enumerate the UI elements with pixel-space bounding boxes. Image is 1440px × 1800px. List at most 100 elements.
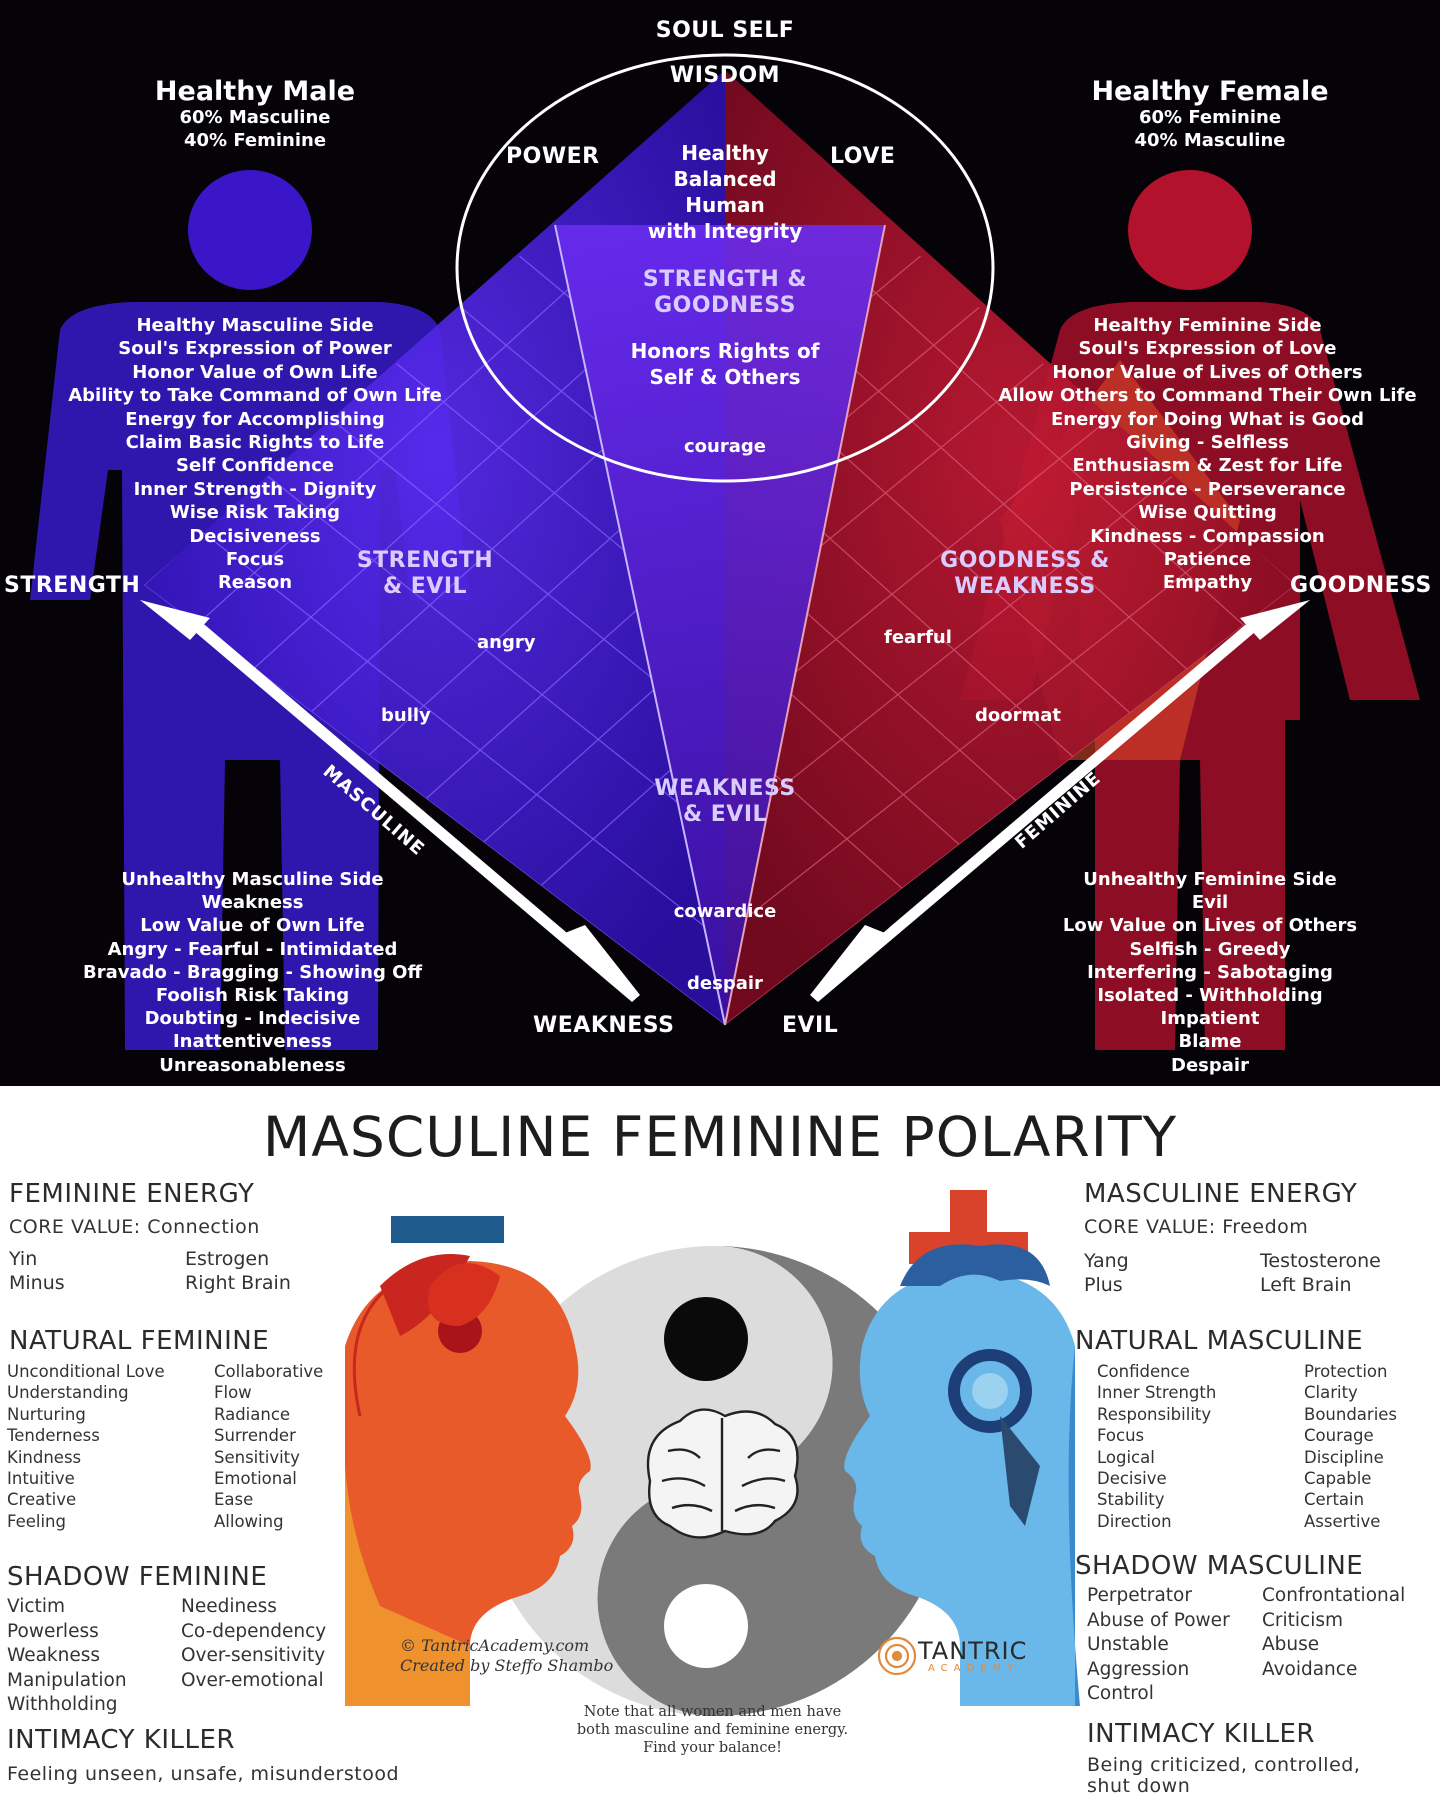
doormat-label: doormat <box>975 705 1062 726</box>
courage-label: courage <box>684 436 766 457</box>
intimacy-killer-masculine-text: Being criticized, controlled,shut down <box>1087 1755 1360 1797</box>
evil-axis-label: EVIL <box>782 1013 839 1038</box>
healthy-feminine-item: Soul's Expression of Love <box>1078 338 1337 360</box>
masculine-face-icon <box>844 1244 1080 1706</box>
healthy-masculine-item: Inner Strength - Dignity <box>133 478 377 500</box>
feminine-arrow-icon <box>810 600 1310 1002</box>
center-line: with Integrity <box>647 219 803 243</box>
strength-evil-line: STRENGTH <box>356 548 494 573</box>
balance-note-line: Note that all women and men have <box>583 1704 842 1720</box>
intimacy-killer-masculine-line: shut down <box>1087 1775 1191 1797</box>
natural-feminine-item: Understanding <box>7 1383 129 1403</box>
shadow-masculine-item: Confrontational <box>1262 1585 1406 1606</box>
polarity-infographic: MASCULINE FEMININE POLARITY FEMININE ENE… <box>0 1086 1440 1800</box>
honors-line: Self & Others <box>649 365 801 389</box>
infographic-title: MASCULINE FEMININE POLARITY <box>262 1105 1178 1169</box>
healthy-feminine-item: Energy for Doing What is Good <box>1050 408 1365 430</box>
natural-feminine-item: Feeling <box>7 1511 66 1531</box>
healthy-feminine-item: Empathy <box>1162 572 1253 594</box>
wisdom-circle <box>455 53 995 483</box>
natural-feminine-item: Unconditional Love <box>7 1362 165 1381</box>
natural-masculine-item: Responsibility <box>1097 1404 1212 1424</box>
healthy-masculine-item: Reason <box>217 572 293 594</box>
healthy-feminine-item: Honor Value of Lives of Others <box>1052 361 1363 383</box>
angry-label: angry <box>477 632 536 653</box>
male-ratio-line: 60% Masculine <box>179 107 331 128</box>
natural-feminine-item: Emotional <box>214 1469 297 1489</box>
unhealthy-masculine-item: Foolish Risk Taking <box>155 985 350 1007</box>
weakness-evil-line: WEAKNESS <box>654 776 796 801</box>
masculine-energy-item: Left Brain <box>1260 1274 1352 1296</box>
healthy-masculine-item: Honor Value of Own Life <box>132 361 378 383</box>
natural-feminine-item: Tenderness <box>7 1426 100 1446</box>
healthy-masculine-item: Claim Basic Rights to Life <box>125 432 385 454</box>
strength-goodness-line: STRENGTH & <box>642 267 808 292</box>
healthy-feminine-item: Persistence - Perseverance <box>1069 478 1346 500</box>
female-ratio-line: 60% Feminine <box>1138 107 1282 128</box>
healthy-masculine-item: Decisiveness <box>189 525 321 547</box>
unhealthy-feminine-item: Selfish - Greedy <box>1129 938 1291 960</box>
goodness-weakness-line: GOODNESS & <box>940 548 1110 573</box>
natural-masculine-heading: NATURAL MASCULINE <box>1075 1326 1364 1356</box>
intimacy-killer-feminine-heading: INTIMACY KILLER <box>7 1725 235 1755</box>
feminine-face-icon <box>330 1254 591 1706</box>
natural-masculine-item: Logical <box>1097 1447 1155 1467</box>
natural-masculine-item: Focus <box>1097 1426 1145 1446</box>
unhealthy-masculine-item: Doubting - Indecisive <box>144 1008 361 1030</box>
unhealthy-feminine-item: Despair <box>1171 1054 1249 1076</box>
feminine-energy-heading: FEMININE ENERGY <box>9 1179 255 1209</box>
tantric-logo-name: TANTRIC <box>918 1637 1028 1665</box>
strength-goodness-line: GOODNESS <box>654 293 796 318</box>
masculine-core-value: CORE VALUE: Freedom <box>1084 1216 1309 1238</box>
weakness-axis-label: WEAKNESS <box>533 1013 675 1038</box>
natural-feminine-item: Intuitive <box>7 1469 75 1489</box>
shadow-feminine-item: Weakness <box>7 1645 101 1666</box>
shadow-masculine-item: Aggression <box>1087 1658 1190 1680</box>
healthy-masculine-item: Energy for Accomplishing <box>125 408 385 430</box>
shadow-masculine-item: Abuse <box>1262 1634 1320 1655</box>
natural-masculine-item: Assertive <box>1304 1511 1381 1531</box>
shadow-masculine-item: Avoidance <box>1262 1658 1358 1680</box>
natural-feminine-item: Sensitivity <box>214 1447 300 1467</box>
natural-masculine-item: Capable <box>1304 1469 1372 1489</box>
strength-evil-label: STRENGTH& EVIL <box>330 548 520 600</box>
natural-masculine-item: Clarity <box>1304 1383 1358 1403</box>
shadow-feminine-item: Co-dependency <box>181 1620 327 1642</box>
unhealthy-masculine-item: Angry - Fearful - Intimidated <box>107 938 398 960</box>
shadow-feminine-item: Neediness <box>181 1596 277 1617</box>
natural-masculine-item: Protection <box>1304 1362 1388 1381</box>
healthy-masculine-item: Soul's Expression of Power <box>118 338 392 360</box>
love-label: LOVE <box>830 144 896 169</box>
healthy-masculine-item: Self Confidence <box>176 455 334 477</box>
feminine-energy-item: Right Brain <box>185 1272 291 1294</box>
natural-masculine-item: Courage <box>1304 1426 1374 1446</box>
natural-masculine-item: Certain <box>1304 1490 1365 1510</box>
natural-feminine-item: Flow <box>214 1383 252 1403</box>
center-line: Human <box>685 193 765 217</box>
healthy-feminine-item: Allow Others to Command Their Own Life <box>998 385 1417 407</box>
unhealthy-feminine-item: Evil <box>1191 892 1229 914</box>
healthy-male-title: Healthy Male <box>154 76 356 107</box>
healthy-feminine-item: Wise Quitting <box>1138 502 1277 524</box>
unhealthy-feminine-item: Unhealthy Feminine Side <box>1083 869 1337 890</box>
power-label: POWER <box>506 144 600 169</box>
wisdom-label: WISDOM <box>669 63 781 88</box>
credit-line: © TantricAcademy.com <box>400 1636 590 1655</box>
natural-masculine-item: Stability <box>1097 1490 1165 1510</box>
healthy-feminine-item: Giving - Selfless <box>1126 432 1289 454</box>
shadow-masculine-item: Criticism <box>1262 1609 1344 1631</box>
natural-masculine-item: Discipline <box>1304 1447 1384 1467</box>
center-wedge <box>555 225 885 1025</box>
